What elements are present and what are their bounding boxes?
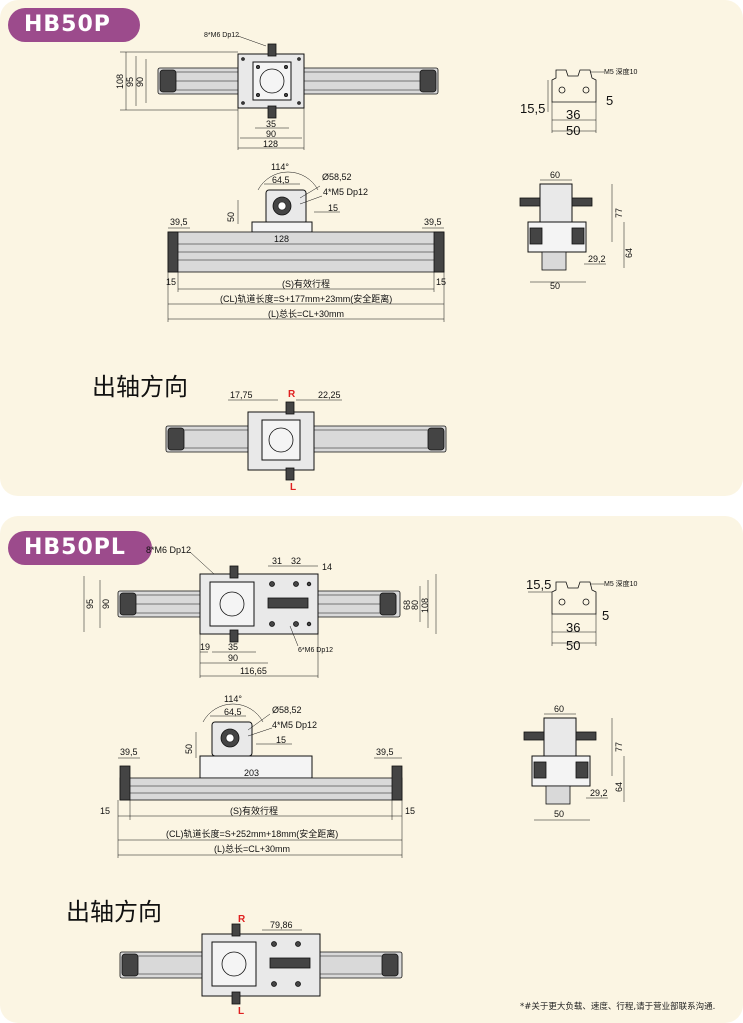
p2-side-15: 15 (276, 735, 286, 745)
p2-shaft-79-86: 79,86 (270, 920, 293, 930)
p1-profile-50: 50 (566, 123, 580, 138)
p1-shaft-view (165, 399, 447, 481)
p1-shaft-r-label: R (288, 389, 296, 400)
p2-dim-108: 108 (420, 598, 430, 613)
p1-end-60: 60 (550, 170, 560, 180)
p2-dim-35: 35 (228, 642, 238, 652)
p1-side-15-left: 15 (166, 277, 176, 287)
p2-end-60: 60 (554, 704, 564, 714)
p1-dim-35: 35 (266, 119, 276, 129)
p2-dim-90: 90 (101, 599, 111, 609)
footnote: *#关于更大负载、速度、行程,请于营业部联系沟通. (520, 1002, 716, 1012)
p1-side-39-5-right: 39,5 (424, 217, 442, 227)
p2-dim-95: 95 (85, 599, 95, 609)
p1-profile-36: 36 (566, 107, 580, 122)
p2-profile-5: 5 (602, 608, 609, 623)
p2-dim-14: 14 (322, 562, 332, 572)
p1-rail-profile (547, 69, 604, 133)
p2-hole-note: 8*M6 Dp12 (146, 545, 191, 555)
p2-shaft-heading: 出轴方向 (66, 898, 162, 926)
p2-profile-50: 50 (566, 638, 580, 653)
p1-side-15-right: 15 (436, 277, 446, 287)
p2-side-39-5-left: 39,5 (120, 747, 138, 757)
p1-side-angle: 114° (271, 162, 289, 172)
p2-side-39-5-right: 39,5 (376, 747, 394, 757)
p1-side-128: 128 (274, 234, 289, 244)
p2-end-64: 64 (614, 782, 624, 792)
p2-shaft-l-label: L (238, 1006, 244, 1017)
p1-side-holes: 4*M5 Dp12 (323, 187, 368, 197)
p1-side-diameter: Ø58,52 (322, 172, 352, 182)
p1-hole-note: 8*M6 Dp12 (204, 32, 239, 39)
p2-profile-15-5: 15,5 (526, 577, 551, 592)
p2-profile-thread: M5 深度10 (604, 579, 638, 588)
p1-side-rail-length: (CL)轨道长度=S+177mm+23mm(安全距离) (220, 293, 392, 304)
p1-side-50: 50 (226, 212, 236, 222)
p1-dim-128: 128 (263, 139, 278, 149)
p1-shaft-17-75: 17,75 (230, 390, 253, 400)
p1-side-view (167, 171, 445, 322)
p2-side-50: 50 (184, 744, 194, 754)
p2-dim-32: 32 (291, 556, 301, 566)
p2-dim-19: 19 (200, 642, 210, 652)
p1-profile-5: 5 (606, 93, 613, 108)
p1-dim-90-width: 90 (266, 129, 276, 139)
p2-side-angle: 114° (224, 694, 242, 704)
p1-dim-90: 90 (135, 77, 145, 87)
p1-end-29-2: 29,2 (588, 254, 606, 264)
p1-side-15: 15 (328, 203, 338, 213)
p2-side-rail-length: (CL)轨道长度=S+252mm+18mm(安全距离) (166, 828, 338, 839)
p2-hole-note-2: 6*M6 Dp12 (298, 647, 333, 654)
p2-end-77: 77 (614, 742, 624, 752)
p1-end-view (519, 179, 625, 283)
p2-profile-36: 36 (566, 620, 580, 635)
p1-profile-15-5: 15,5 (520, 101, 545, 116)
p2-side-stroke: (S)有效行程 (230, 805, 278, 816)
p2-dim-31: 31 (272, 556, 282, 566)
p1-side-stroke: (S)有效行程 (282, 278, 330, 289)
p2-dim-68: 68 (402, 600, 412, 610)
p2-end-29-2: 29,2 (590, 788, 608, 798)
p2-dim-90-width: 90 (228, 653, 238, 663)
p1-end-50: 50 (550, 281, 560, 291)
model-badge-hb50p: HB50P (8, 8, 140, 42)
p1-end-77: 77 (614, 208, 624, 218)
p2-top-view (83, 551, 437, 678)
p2-side-15-left: 15 (100, 806, 110, 816)
p2-end-view (523, 713, 625, 821)
model-badge-hb50pl: HB50PL (8, 531, 152, 565)
p1-end-64: 64 (624, 248, 634, 258)
p2-side-total-length: (L)总长=CL+30mm (214, 843, 290, 854)
p1-dim-95: 95 (125, 77, 135, 87)
p2-shaft-r-label: R (238, 914, 246, 925)
p2-side-view (117, 703, 403, 858)
p2-side-15-right: 15 (405, 806, 415, 816)
p1-dim-108: 108 (115, 74, 125, 89)
p2-side-64-5: 64,5 (224, 707, 242, 717)
p1-profile-thread: M5 深度10 (604, 67, 638, 76)
p2-side-203: 203 (244, 768, 259, 778)
p2-side-diameter: Ø58,52 (272, 705, 302, 715)
p1-top-view (120, 35, 439, 150)
p2-dim-80: 80 (410, 600, 420, 610)
p2-shaft-view (119, 923, 403, 1005)
p1-shaft-l-label: L (290, 482, 296, 493)
p2-end-50: 50 (554, 809, 564, 819)
p1-side-39-5-left: 39,5 (170, 217, 188, 227)
p1-side-64-5: 64,5 (272, 175, 290, 185)
p2-rail-profile (528, 581, 604, 646)
p1-side-total-length: (L)总长=CL+30mm (268, 308, 344, 319)
p2-dim-116-65: 116,65 (240, 666, 267, 676)
p1-shaft-heading: 出轴方向 (92, 373, 188, 401)
p1-shaft-22-25: 22,25 (318, 390, 341, 400)
p2-side-holes: 4*M5 Dp12 (272, 720, 317, 730)
